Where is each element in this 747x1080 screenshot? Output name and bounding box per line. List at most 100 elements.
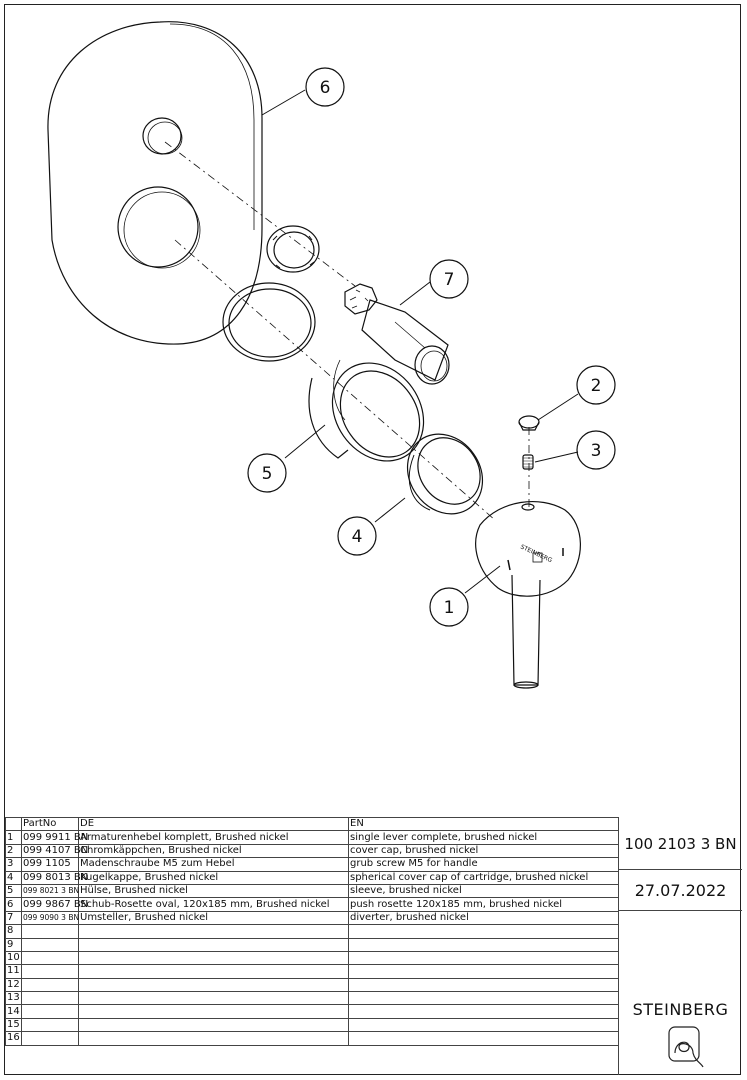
callout-1: 1 xyxy=(429,587,469,627)
exploded-view-drawing: STEINBERG 6 7 2 3 xyxy=(47,21,616,689)
header-de: DE xyxy=(78,816,349,832)
row-partno xyxy=(21,1017,79,1033)
row-de xyxy=(78,924,349,939)
row-num: 3 xyxy=(5,857,22,872)
row-partno xyxy=(21,1004,79,1019)
table-row: 11 xyxy=(5,964,619,979)
article-number: 100 2103 3 BN xyxy=(619,817,742,870)
brand-logo-icon xyxy=(668,1026,704,1068)
row-en: push rosette 120x185 mm, brushed nickel xyxy=(348,897,619,912)
row-partno: 099 1105 xyxy=(21,857,79,872)
part-6-rosette xyxy=(47,21,263,345)
row-de: Umsteller, Brushed nickel xyxy=(78,910,349,926)
row-de: Kugelkappe, Brushed nickel xyxy=(78,870,349,885)
row-num: 11 xyxy=(5,964,22,979)
row-de xyxy=(78,950,349,966)
row-num: 8 xyxy=(5,924,22,939)
row-de: Madenschraube M5 zum Hebel xyxy=(78,857,349,872)
callout-5-label: 5 xyxy=(262,464,273,484)
row-partno xyxy=(21,950,79,966)
row-partno: 099 9090 3 BN xyxy=(21,910,79,926)
row-de: Schub-Rosette oval, 120x185 mm, Brushed … xyxy=(78,897,349,912)
row-num: 4 xyxy=(5,870,22,885)
part-7-diverter xyxy=(344,283,450,385)
row-de xyxy=(78,1004,349,1019)
row-num: 2 xyxy=(5,843,22,859)
callout-6-label: 6 xyxy=(320,78,331,98)
table-row: 9 xyxy=(5,937,619,952)
leader-lines xyxy=(261,89,579,594)
row-partno xyxy=(21,964,79,979)
row-de xyxy=(78,937,349,952)
table-row: 14 xyxy=(5,1004,619,1019)
row-en xyxy=(348,991,619,1006)
row-partno: 099 9867 BN xyxy=(21,897,89,912)
row-en xyxy=(348,964,619,979)
part-3-grub-screw xyxy=(522,454,534,470)
row-num: 10 xyxy=(5,950,22,966)
callout-3: 3 xyxy=(576,430,616,470)
row-en xyxy=(348,1017,619,1033)
row-de: Armaturenhebel komplett, Brushed nickel xyxy=(78,830,349,845)
row-num: 15 xyxy=(5,1017,22,1033)
row-de: Chromkäppchen, Brushed nickel xyxy=(78,843,349,859)
row-en: spherical cover cap of cartridge, brushe… xyxy=(348,870,619,885)
o-ring xyxy=(222,282,316,362)
callout-1-label: 1 xyxy=(444,598,455,618)
row-en: diverter, brushed nickel xyxy=(348,910,619,926)
row-num: 7 xyxy=(5,910,22,926)
callout-5: 5 xyxy=(247,453,287,493)
table-row: 16 xyxy=(5,1031,619,1046)
callout-2-label: 2 xyxy=(591,376,602,396)
row-de: Hülse, Brushed nickel xyxy=(78,883,349,899)
callout-6: 6 xyxy=(305,67,345,107)
row-num: 12 xyxy=(5,977,22,993)
callout-4-label: 4 xyxy=(352,527,363,547)
row-num: 16 xyxy=(5,1031,22,1046)
row-de xyxy=(78,1031,349,1046)
callout-4: 4 xyxy=(337,516,377,556)
row-en: cover cap, brushed nickel xyxy=(348,843,619,859)
row-en: sleeve, brushed nickel xyxy=(348,883,619,899)
row-en: single lever complete, brushed nickel xyxy=(348,830,619,845)
row-num: 5 xyxy=(5,883,22,899)
retaining-ring xyxy=(266,225,320,273)
row-partno: 099 8013 BN xyxy=(21,870,89,885)
row-partno: 099 9911 BN xyxy=(21,830,89,845)
drawing-date: 27.07.2022 xyxy=(619,870,742,911)
row-de xyxy=(78,991,349,1006)
row-partno: 099 4107 BN xyxy=(21,843,89,859)
part-2-cap xyxy=(518,415,540,431)
row-de xyxy=(78,977,349,993)
row-partno xyxy=(21,991,79,1006)
header-en: EN xyxy=(348,816,619,832)
callout-7: 7 xyxy=(429,259,469,299)
header-partno: PartNo xyxy=(21,816,79,832)
part-5-sleeve xyxy=(308,359,425,462)
table-header-row: PartNo DE EN xyxy=(5,816,619,832)
row-num: 9 xyxy=(5,937,22,952)
row-en xyxy=(348,977,619,993)
row-num: 13 xyxy=(5,991,22,1006)
row-partno: 099 8021 3 BN xyxy=(21,883,79,899)
row-en xyxy=(348,950,619,966)
row-de xyxy=(78,964,349,979)
row-de xyxy=(78,1017,349,1033)
sheet-border xyxy=(4,4,741,1075)
row-en xyxy=(348,937,619,952)
row-en xyxy=(348,1031,619,1046)
row-partno xyxy=(21,977,79,993)
row-partno xyxy=(21,937,79,952)
part-1-lever: STEINBERG xyxy=(475,500,581,689)
row-num: 6 xyxy=(5,897,22,912)
row-num: 1 xyxy=(5,830,22,845)
lever-brand-text: STEINBERG xyxy=(519,543,553,564)
callout-7-label: 7 xyxy=(444,270,455,290)
